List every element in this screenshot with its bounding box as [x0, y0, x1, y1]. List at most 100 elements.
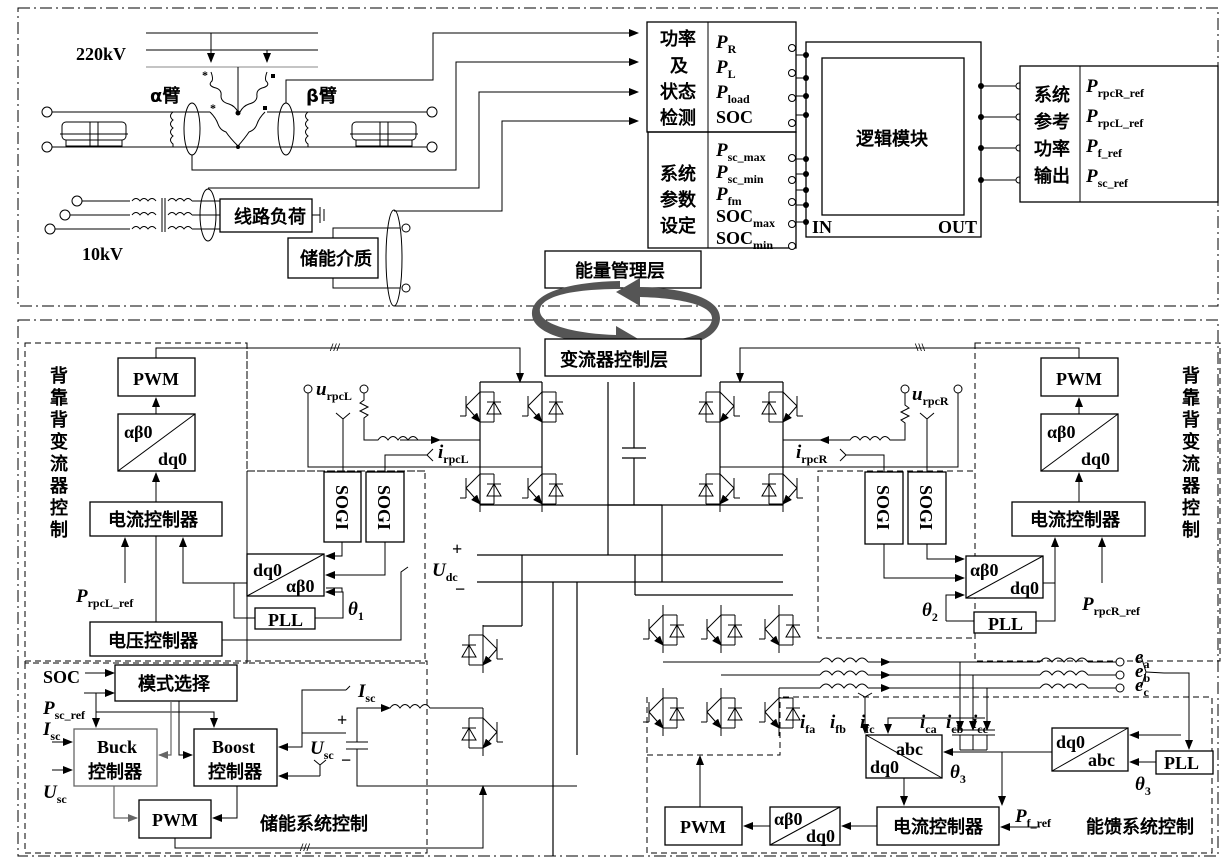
converter-control-layer-label: 变流器控制层 — [560, 349, 668, 371]
svg-text:*: * — [202, 68, 208, 82]
fb-if-label-0: ifa — [800, 712, 815, 736]
beta-arm-label: β臂 — [306, 85, 337, 107]
params-label-3: 设定 — [660, 215, 696, 237]
right-control-title: 背靠背变流器控制 — [1181, 365, 1201, 541]
fb-pwm-label: PWM — [680, 817, 726, 837]
left-transform-bottom: dq0 — [158, 449, 187, 469]
right-transform-bottom: dq0 — [1081, 449, 1110, 469]
fb-e-label-0: ea — [1135, 647, 1149, 671]
igbt-icon — [522, 464, 564, 512]
igbt-icon — [761, 464, 803, 512]
detection-label-2: 及 — [670, 56, 689, 77]
svg-text:\\\: \\\ — [914, 340, 926, 354]
ref-output-block: 系统 参考 功率 输出 PrpcR_refPrpcL_refPf_refPsc_… — [1019, 65, 1219, 203]
right-sogi-1: SOGI — [873, 485, 893, 530]
udc-label: Udc — [432, 560, 458, 584]
svg-text:−: − — [455, 579, 465, 599]
detection-label-3: 状态 — [660, 81, 696, 103]
detection-output-2: Pload — [715, 82, 750, 106]
params-output-2: Pfm — [715, 184, 742, 208]
igbt-icon — [643, 688, 685, 736]
fb-theta-2-label: θ3 — [1135, 774, 1151, 798]
right-sogi-2: SOGI — [916, 485, 936, 530]
fb-abc-top: abc — [896, 739, 923, 759]
storage-isc-right-label: Isc — [357, 681, 376, 705]
fb-transform-bottom: dq0 — [806, 826, 835, 846]
ref-output-0: PrpcR_ref — [1085, 76, 1145, 100]
storage-usc-right-label: Usc — [310, 738, 334, 762]
detection-label-4: 检测 — [660, 107, 696, 129]
ref-label-3: 功率 — [1034, 138, 1070, 160]
logic-in-label: IN — [812, 217, 832, 237]
igbt-icon — [698, 382, 740, 430]
right-irpc-label: irpcR — [796, 442, 828, 466]
right-pwm-label: PWM — [1056, 369, 1102, 389]
right-pref-label: PrpcR_ref — [1081, 594, 1141, 618]
fb-ic-label-0: ica — [920, 712, 937, 736]
right-urpc-label: urpcR — [912, 384, 949, 408]
fb-e-label-1: eb — [1135, 661, 1150, 685]
fb-pref-label: Pf_ref — [1014, 806, 1052, 830]
igbt-icon — [461, 625, 503, 673]
ref-output-2: Pf_ref — [1085, 136, 1123, 160]
left-sogi-2: SOGI — [374, 485, 394, 530]
igbt-icon — [701, 688, 743, 736]
svg-text:///: /// — [299, 840, 311, 854]
igbt-icon — [698, 464, 740, 512]
left-transform-top: αβ0 — [124, 422, 153, 442]
params-output-4: SOCmin — [716, 228, 773, 252]
fb-e-label-2: ec — [1135, 675, 1149, 699]
mode-select-label: 模式选择 — [138, 673, 211, 695]
left-voltage-controller-label: 电压控制器 — [108, 630, 199, 652]
converter-control-region — [17, 319, 1219, 857]
ref-output-3: Psc_ref — [1085, 166, 1129, 190]
left-current-controller-label: 电流控制器 — [108, 509, 199, 531]
ref-label-2: 参考 — [1034, 111, 1070, 133]
logic-out-label: OUT — [938, 217, 977, 237]
left-sogi-1: SOGI — [332, 485, 352, 530]
params-label-1: 系统 — [660, 163, 696, 185]
left-irpc-label: irpcL — [438, 442, 469, 466]
svg-text:+: + — [452, 539, 462, 559]
storage-control: SOC 模式选择 Psc_ref Isc Usc Buck 控制器 Boost … — [24, 660, 577, 854]
params-output-3: SOCmax — [716, 206, 775, 230]
storage-medium-box — [287, 237, 379, 279]
logic-title: 逻辑模块 — [856, 128, 929, 150]
energy-management-layer-label: 能量管理层 — [575, 260, 665, 282]
alpha-arm-label: α臂 — [150, 85, 180, 107]
left-pref-label: PrpcL_ref — [75, 586, 134, 610]
igbt-icon — [522, 382, 564, 430]
fb-if-label-2: ifc — [860, 712, 875, 736]
left-dq-top: dq0 — [253, 560, 282, 580]
left-theta-label: θ1 — [348, 599, 364, 623]
igbt-icon — [460, 464, 502, 512]
boost-line1: Boost — [212, 737, 255, 757]
igbt-icon — [761, 382, 803, 430]
igbt-icon — [461, 708, 503, 756]
feedback-control-title: 能馈系统控制 — [1086, 816, 1194, 838]
grid-section: 220kV * * α臂 β臂 — [41, 29, 639, 307]
right-dq-bottom: dq0 — [1010, 578, 1039, 598]
voltage-10kv-label: 10kV — [82, 244, 123, 264]
storage-usc-left-label: Usc — [43, 782, 67, 806]
fb-dq-top: dq0 — [1056, 732, 1085, 752]
voltage-220kv-label: 220kV — [76, 44, 126, 64]
back-to-back-converter: + Udc− — [400, 381, 840, 856]
storage-minus: − — [341, 750, 351, 770]
ref-output-1: PrpcL_ref — [1085, 106, 1144, 130]
storage-plus: + — [337, 710, 347, 730]
fb-if-label-1: ifb — [830, 712, 846, 736]
right-theta-label: θ2 — [922, 600, 938, 624]
igbt-icon — [759, 688, 801, 736]
buck-line1: Buck — [97, 737, 137, 757]
svg-text:///: /// — [329, 340, 341, 354]
detection-output-0: PR — [715, 32, 737, 56]
params-label-2: 参数 — [660, 189, 697, 211]
params-output-0: Psc_max — [715, 140, 766, 164]
left-urpc-label: urpcL — [316, 379, 352, 403]
train-right-icon — [350, 121, 418, 147]
right-current-controller-label: 电流控制器 — [1030, 509, 1121, 531]
feedback-control: abc dq0 θ3 dq0 abc PLL θ3 电流控制器 Pf_ref α… — [646, 647, 1214, 854]
left-pwm-label: PWM — [133, 369, 179, 389]
